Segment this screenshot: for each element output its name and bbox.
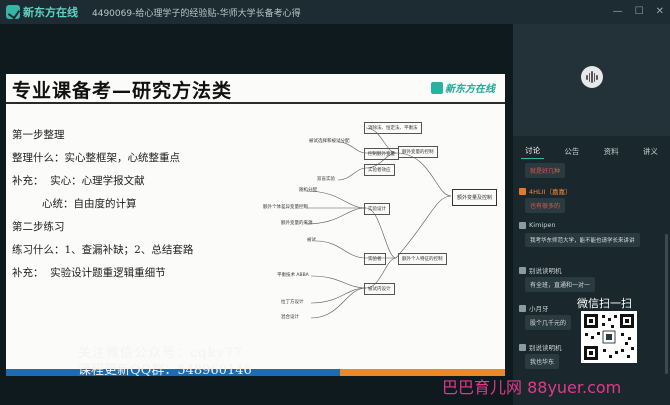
- note-line: 练习什么：1、查漏补缺；2、总结套路: [12, 244, 194, 256]
- mind-map-node: 被试选择和被试分配: [309, 139, 350, 144]
- title-bar: 新东方在线 4490069-给心理学子的经验贴-华师大学长备考心得 — ☐ ✕: [0, 0, 670, 24]
- maximize-icon[interactable]: ☐: [634, 6, 644, 17]
- tab-handouts[interactable]: 讲义: [642, 146, 658, 156]
- chat-scrollbar[interactable]: [665, 234, 668, 374]
- mind-map-node: 额外变量的来源: [281, 221, 313, 226]
- chat-message: 有全班，直通和一对一: [525, 277, 596, 292]
- video-stage[interactable]: 专业课备考—研究方法类 新东方在线 第一步整理 整理什么：实心整框架，心统整重点…: [0, 24, 513, 405]
- slide-brand: 新东方在线: [431, 80, 495, 95]
- note-line: 心统：自由度的计算: [12, 198, 137, 210]
- panel-tabs: 讨论 公告 资料 讲义: [513, 142, 670, 160]
- avatar: [519, 304, 526, 312]
- mind-map-node: 混合设计: [281, 315, 299, 320]
- app-logo: 新东方在线: [6, 4, 78, 20]
- chat-list[interactable]: 就是好几种 4HLII（嘉嘉） 也有很多的 Kimipen 我考华东师范大学，能…: [513, 161, 670, 405]
- note-line: 补充： 实验设计题重逻辑重细节: [12, 267, 166, 279]
- mind-map-lines: [305, 127, 452, 319]
- mind-map-node: 额外个人特征的控制: [398, 253, 447, 265]
- teacher-camera: [513, 24, 670, 136]
- tab-notice[interactable]: 公告: [564, 146, 580, 156]
- chat-username: 别说读明机: [529, 267, 562, 275]
- tab-materials[interactable]: 资料: [603, 146, 619, 156]
- slide-footer-accent: [340, 369, 505, 376]
- avatar: [519, 187, 526, 195]
- chat-user: 4HLII（嘉嘉）: [519, 186, 571, 196]
- brand-text: 新东方在线: [445, 84, 495, 95]
- note-line: 第一步整理: [12, 129, 65, 141]
- note-line: 第二步练习: [12, 221, 65, 233]
- avatar: [519, 221, 526, 229]
- mind-map-node: 消除法、恒定法、平衡法: [364, 122, 422, 134]
- mind-map-node: 平衡技术 ABBA: [277, 273, 309, 278]
- mind-map-node: 额外个体差异变量控制: [263, 205, 308, 210]
- mind-map-node: 双盲实验: [317, 177, 335, 182]
- avatar: [519, 343, 526, 351]
- chat-user: 别说读明机: [519, 265, 562, 275]
- mind-map-root: 额外变量及控制: [452, 189, 498, 206]
- audio-wave-icon: [581, 66, 603, 88]
- mind-map-node: 实验者效应: [364, 164, 395, 176]
- mind-map-node: 随机分配: [299, 188, 317, 193]
- window-title: 4490069-给心理学子的经验贴-华师大学长备考心得: [92, 8, 301, 19]
- mind-map-node: 被试内设计: [364, 283, 395, 295]
- mind-map-node: 拉丁方设计: [281, 300, 304, 305]
- slide-header: 专业课备考—研究方法类 新东方在线: [6, 74, 505, 104]
- chat-message: 股个几千元的: [525, 315, 572, 330]
- note-line: 整理什么：实心整框架，心统整重点: [12, 152, 180, 164]
- mind-map-node: 额外变量的控制: [398, 146, 438, 158]
- watermark: 巴巴育儿网 88yuer.com: [442, 378, 622, 397]
- chat-username: 别说读明机: [529, 344, 562, 352]
- logo-icon: [6, 5, 20, 19]
- mind-map: 额外变量及控制 消除法、恒定法、平衡法 额外变量的控制 被试选择和被试分配 控制…: [246, 108, 501, 340]
- logo-text: 新东方在线: [23, 6, 78, 19]
- mind-map-node: 实验设计: [364, 203, 390, 215]
- lecture-slide: 专业课备考—研究方法类 新东方在线 第一步整理 整理什么：实心整框架，心统整重点…: [6, 74, 505, 376]
- slide-title: 专业课备考—研究方法类: [12, 80, 233, 102]
- qr-overlay: 微信扫一扫: [575, 295, 643, 365]
- brand-icon: [431, 81, 443, 94]
- mind-map-node: 实验者: [364, 253, 386, 265]
- overlay-wechat: 关注微信公众号：cqky77: [78, 346, 244, 361]
- overlay-qq-group: 课程更新QQ群：548960146: [78, 363, 252, 378]
- chat-user: Kimipen: [519, 221, 555, 229]
- chat-username: 4HLII（嘉嘉）: [529, 188, 572, 196]
- chat-user: 小月牙: [519, 303, 549, 313]
- tab-discussion[interactable]: 讨论: [521, 143, 545, 159]
- note-line: 补充： 实心：心理学报文献: [12, 175, 145, 187]
- qr-code-icon: [581, 311, 637, 363]
- slide-footer-bar: [6, 369, 505, 376]
- chat-message: 就是好几种: [525, 163, 566, 178]
- chat-message: 我也华东: [525, 354, 560, 369]
- chat-username: Kimipen: [529, 221, 556, 229]
- window-controls: — ☐ ✕: [613, 6, 664, 17]
- slide-notes: 第一步整理 整理什么：实心整框架，心统整重点 补充： 实心：心理学报文献 心统：…: [12, 124, 193, 285]
- chat-user: 别说读明机: [519, 342, 562, 352]
- chat-message: 也有很多的: [525, 198, 566, 213]
- close-icon[interactable]: ✕: [655, 6, 664, 17]
- avatar: [519, 266, 526, 274]
- qr-label: 微信扫一扫: [577, 297, 632, 310]
- mind-map-node: 被试: [307, 238, 316, 243]
- mind-map-node: 控制额外变量: [364, 148, 399, 160]
- chat-message: 我考华东师范大学，能不能也请学长来讲讲: [525, 233, 640, 247]
- chat-username: 小月牙: [529, 305, 549, 313]
- minimize-icon[interactable]: —: [612, 6, 623, 17]
